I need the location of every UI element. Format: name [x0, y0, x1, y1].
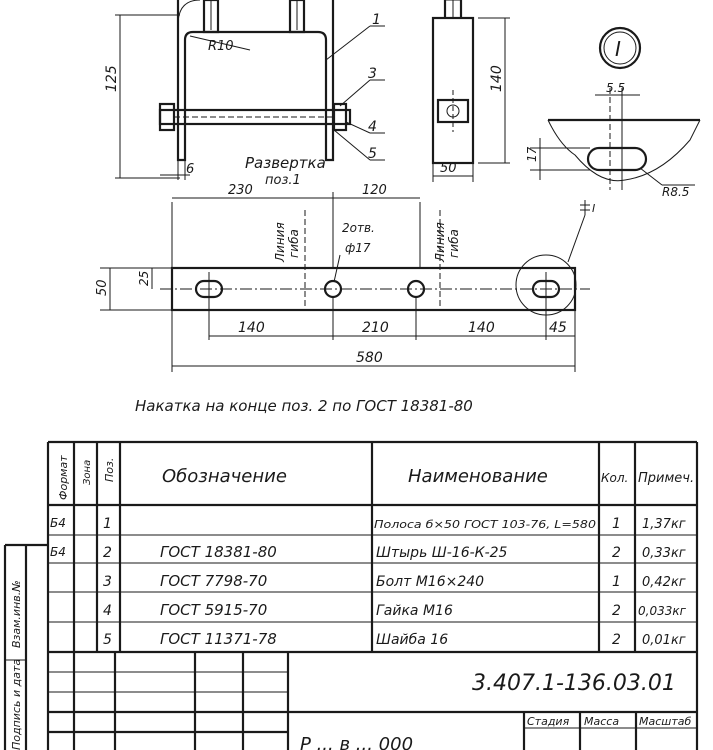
- dev-bottom-dim-2: 210: [362, 320, 389, 336]
- dev-bottom-dim-1: 140: [238, 320, 265, 336]
- row5-designation: ГОСТ 11371-78: [160, 630, 277, 648]
- row5-pos: 5: [103, 632, 112, 648]
- dev-top-dim-left: 230: [228, 183, 253, 198]
- title-scale: Масштаб: [639, 715, 691, 728]
- row2-name: Штырь Ш-16-К-25: [376, 545, 508, 561]
- side-height-dim: 140: [489, 65, 505, 92]
- dev-bottom-dim-3: 140: [468, 320, 495, 336]
- row1-qty: 1: [612, 516, 621, 532]
- dev-hole-note-1: 2отв.: [342, 221, 375, 235]
- header-pos: Поз.: [103, 458, 116, 482]
- row1-format: Б4: [50, 516, 66, 530]
- row2-designation: ГОСТ 18381-80: [160, 543, 277, 561]
- front-leader-3: 3: [368, 66, 377, 82]
- row4-designation: ГОСТ 5915-70: [160, 601, 267, 619]
- title-bottom-text: Р ... в ... 000: [300, 734, 413, 750]
- dev-bend-left-2: гиба: [287, 229, 301, 258]
- row2-qty: 2: [612, 545, 621, 561]
- front-leader-5: 5: [368, 146, 377, 162]
- front-leader-1: 1: [372, 12, 381, 28]
- row3-note: 0,42кг: [642, 575, 686, 590]
- row3-name: Болт М16×240: [376, 574, 484, 590]
- side-margin: Взам.инв.№ Подпись и дата: [3, 543, 48, 750]
- row3-pos: 3: [103, 574, 112, 590]
- row2-pos: 2: [103, 545, 112, 561]
- dev-bend-left-1: Линия: [273, 222, 287, 263]
- title-stage: Стадия: [527, 715, 570, 728]
- row2-format: Б4: [50, 545, 66, 559]
- dev-bend-right-2: гиба: [447, 229, 461, 258]
- dev-detail-callout: I: [592, 202, 595, 215]
- row5-name: Шайба 16: [376, 632, 448, 648]
- row2-note: 0,33кг: [642, 546, 686, 561]
- margin-signature-date: Подпись и дата: [10, 659, 23, 750]
- detail-slot-width: 5.5: [606, 81, 625, 95]
- dev-overall-length: 580: [356, 350, 383, 366]
- front-height-dim: 125: [104, 65, 120, 92]
- row4-note: 0,033кг: [638, 604, 687, 618]
- row4-name: Гайка М16: [376, 603, 453, 619]
- detail-depth-dim: 17: [525, 146, 539, 162]
- front-view: 125 R10 1 3 4 5 6 Развертка: [104, 0, 385, 188]
- row4-qty: 2: [612, 603, 621, 619]
- header-qty: Кол.: [601, 471, 628, 485]
- side-view: 140 50: [431, 0, 510, 182]
- margin-interchange: Взам.инв.№: [10, 580, 23, 648]
- front-thickness-dim: 6: [186, 162, 194, 177]
- row5-qty: 2: [612, 632, 621, 648]
- row1-name: Полоса б×50 ГОСТ 103-76, L=580: [374, 518, 596, 531]
- front-leader-4: 4: [368, 119, 377, 135]
- front-radius-label: R10: [208, 39, 234, 54]
- header-note: Примеч.: [638, 471, 694, 486]
- drawing-note: Накатка на конце поз. 2 по ГОСТ 18381-80: [135, 397, 473, 415]
- dev-bend-right-1: Линия: [433, 222, 447, 263]
- development-caption-line2: поз.1: [265, 173, 301, 188]
- row1-pos: 1: [103, 516, 112, 532]
- row4-pos: 4: [103, 603, 112, 619]
- development-caption-line1: Развертка: [245, 154, 326, 172]
- dev-bottom-dim-4: 45: [549, 320, 567, 336]
- dev-height-dim: 50: [95, 279, 110, 296]
- title-mass: Масса: [584, 715, 619, 728]
- side-width-dim: 50: [440, 161, 457, 176]
- title-block: 3.407.1-136.03.01 Стадия Масса Масштаб Р…: [48, 652, 697, 750]
- dev-slot-dim: 25: [137, 271, 151, 286]
- header-format: Формат: [57, 455, 70, 500]
- header-name: Наименование: [408, 466, 548, 487]
- row3-qty: 1: [612, 574, 621, 590]
- development-view: 230 120 Линия гиба Линия гиба 2отв. ф17 …: [95, 183, 595, 372]
- header-designation: Обозначение: [162, 466, 287, 487]
- header-zone: Зона: [82, 460, 93, 485]
- detail-marker: I: [615, 37, 621, 61]
- row3-designation: ГОСТ 7798-70: [160, 572, 267, 590]
- row1-note: 1,37кг: [642, 517, 686, 532]
- row5-note: 0,01кг: [642, 633, 686, 648]
- detail-I: I 5.5 17 R8.5: [525, 26, 701, 199]
- spec-table: Формат Зона Поз. Обозначение Наименовани…: [46, 440, 699, 750]
- dev-hole-note-2: ф17: [345, 241, 371, 255]
- detail-radius-label: R8.5: [662, 185, 689, 199]
- dev-top-dim-right: 120: [362, 183, 387, 198]
- document-code: 3.407.1-136.03.01: [472, 671, 676, 696]
